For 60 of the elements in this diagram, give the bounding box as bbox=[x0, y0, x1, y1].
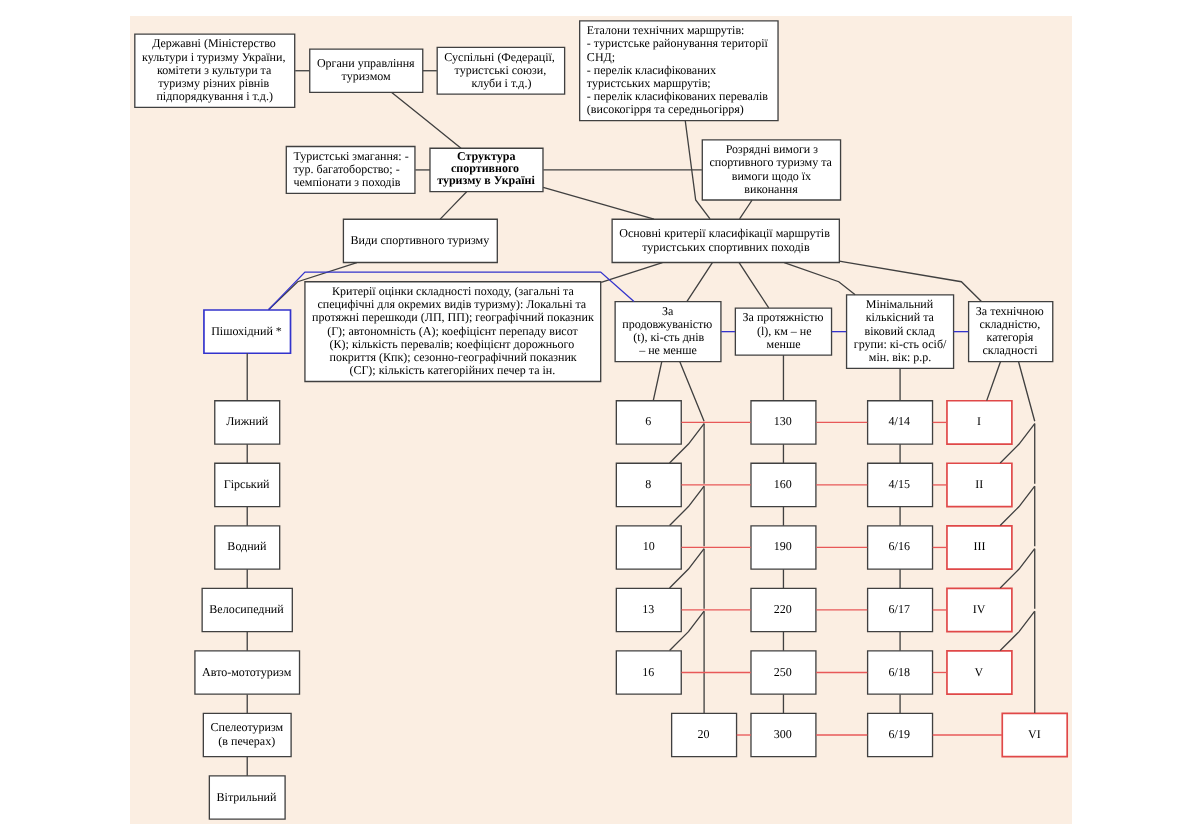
connector bbox=[814, 421, 867, 424]
connector bbox=[998, 361, 1035, 464]
connector bbox=[998, 485, 1035, 589]
connector bbox=[390, 91, 461, 149]
connector bbox=[985, 361, 1001, 402]
connector bbox=[702, 610, 704, 714]
connector bbox=[667, 422, 704, 527]
connector bbox=[1033, 610, 1035, 714]
connector bbox=[667, 548, 704, 652]
connector bbox=[245, 568, 247, 589]
connector bbox=[667, 485, 704, 589]
connector bbox=[245, 631, 247, 652]
connector bbox=[998, 548, 1035, 652]
connector bbox=[599, 261, 663, 284]
connector bbox=[413, 169, 430, 171]
connector bbox=[679, 484, 751, 486]
connector bbox=[814, 734, 867, 736]
connector bbox=[898, 568, 900, 589]
connector bbox=[438, 191, 467, 220]
connector bbox=[541, 169, 702, 171]
connector bbox=[679, 609, 751, 611]
connector bbox=[781, 568, 784, 589]
connector bbox=[245, 352, 247, 402]
connector bbox=[898, 443, 900, 464]
connector bbox=[931, 609, 947, 611]
connector bbox=[679, 546, 751, 549]
connector bbox=[679, 421, 751, 424]
connector bbox=[814, 671, 867, 674]
connector bbox=[737, 261, 769, 309]
connector bbox=[837, 260, 982, 303]
connector bbox=[781, 506, 784, 527]
connector bbox=[782, 261, 855, 296]
connector bbox=[814, 484, 867, 486]
connector bbox=[267, 261, 357, 311]
connector bbox=[245, 443, 247, 464]
connector bbox=[898, 631, 900, 652]
connector bbox=[245, 756, 247, 777]
connector bbox=[931, 484, 947, 486]
connector bbox=[781, 354, 784, 402]
connector bbox=[679, 671, 751, 674]
connector bbox=[781, 693, 784, 714]
connector bbox=[266, 271, 634, 311]
connector bbox=[683, 120, 710, 220]
connector bbox=[737, 199, 752, 220]
connector bbox=[685, 261, 712, 302]
connector bbox=[667, 361, 704, 464]
connector bbox=[541, 186, 654, 220]
connector bbox=[781, 443, 784, 464]
connector bbox=[814, 609, 867, 611]
connector bbox=[814, 546, 867, 549]
connector bbox=[651, 361, 662, 402]
connector bbox=[898, 693, 900, 714]
connector bbox=[245, 693, 247, 714]
connector bbox=[898, 368, 900, 402]
connector bbox=[245, 506, 247, 527]
connector bbox=[781, 631, 784, 652]
connector bbox=[998, 422, 1035, 527]
connector bbox=[735, 734, 751, 736]
connector bbox=[931, 734, 1002, 736]
connector bbox=[898, 506, 900, 527]
